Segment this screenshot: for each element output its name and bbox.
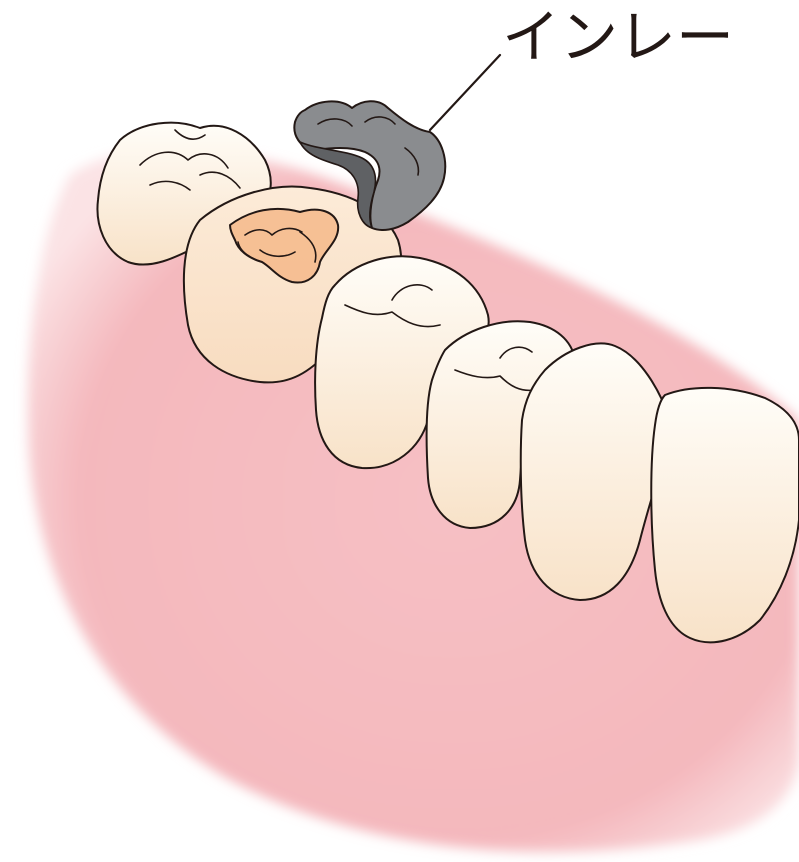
inlay-label: インレー	[502, 3, 734, 71]
label-leader-line	[430, 55, 500, 130]
